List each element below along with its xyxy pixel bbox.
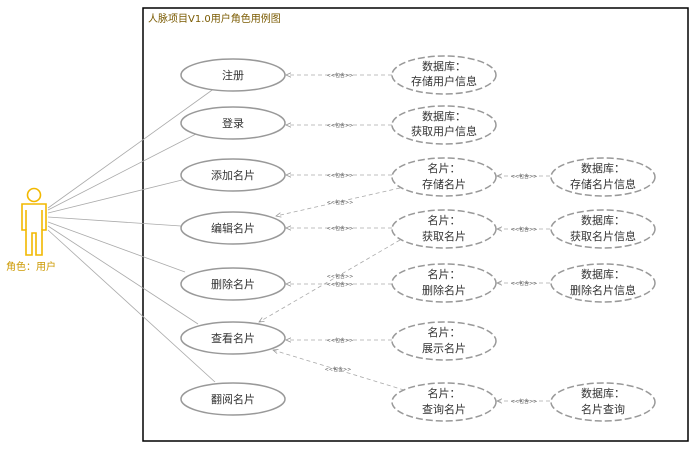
service-label: 存储用户信息 [411,74,477,88]
use-case-browse-card[interactable]: 翻阅名片 [180,382,286,416]
include-label: <<包含>> [511,226,538,233]
service-label: 存储名片 [422,177,466,191]
service-card-show[interactable]: 名片： 展示名片 [391,321,497,361]
association-lines [47,87,216,383]
use-case-edit-card[interactable]: 编辑名片 [180,211,286,245]
service-label: 获取名片 [422,229,466,243]
database-label: 数据库： [581,213,625,227]
service-label: 名片： [428,267,461,281]
use-case-label: 翻阅名片 [211,392,255,406]
use-case-label: 注册 [222,68,244,82]
service-label: 名片： [428,325,461,339]
database-delete-card[interactable]: 数据库： 删除名片信息 [550,263,656,303]
service-db-store-user[interactable]: 数据库： 存储用户信息 [391,55,497,95]
use-case-label: 查看名片 [211,331,255,345]
database-label: 名片查询 [581,402,625,416]
service-label: 名片： [428,161,461,175]
database-get-card[interactable]: 数据库： 获取名片信息 [550,209,656,249]
database-label: 存储名片信息 [570,177,636,191]
diagram-title: 人脉项目V1.0用户角色用例图 [148,12,281,25]
database-label: 删除名片信息 [570,283,636,297]
actor-label: 角色：用户 [6,260,56,273]
include-label: <<包含>> [327,281,354,288]
include-label: <<包含>> [327,225,354,232]
service-label: 数据库： [422,59,466,73]
service-label: 名片： [428,386,461,400]
service-db-get-user[interactable]: 数据库： 获取用户信息 [391,105,497,145]
include-label: <<包含>> [327,172,354,179]
service-card-delete[interactable]: 名片： 删除名片 [391,263,497,303]
use-case-login[interactable]: 登录 [180,106,286,140]
database-label: 数据库： [581,267,625,281]
use-case-view-card[interactable]: 查看名片 [180,321,286,355]
use-case-add-card[interactable]: 添加名片 [180,158,286,192]
use-case-label: 编辑名片 [211,221,255,235]
service-card-store[interactable]: 名片： 存储名片 [391,157,497,197]
database-label: 获取名片信息 [570,229,636,243]
include-label: <<包含>> [327,72,354,79]
service-label: 展示名片 [422,341,466,355]
service-label: 删除名片 [422,283,466,297]
actor-user-icon [21,187,47,256]
include-label: <<包含>> [325,366,352,373]
service-card-query[interactable]: 名片： 查询名片 [391,382,497,422]
include-label: <<包含>> [327,122,354,129]
service-card-get[interactable]: 名片： 获取名片 [391,209,497,249]
include-label: <<包含>> [327,337,354,344]
use-case-label: 添加名片 [211,168,255,182]
include-label: <<包含>> [327,199,354,206]
database-label: 数据库： [581,386,625,400]
include-label: <<包含>> [511,398,538,405]
service-label: 名片： [428,213,461,227]
service-label: 获取用户信息 [411,124,477,138]
use-case-delete-card[interactable]: 删除名片 [180,267,286,301]
database-query-card[interactable]: 数据库： 名片查询 [550,382,656,422]
include-label: <<包含>> [511,280,538,287]
use-case-label: 删除名片 [211,277,255,291]
include-lines [259,75,550,401]
database-label: 数据库： [581,161,625,175]
service-label: 数据库： [422,109,466,123]
use-case-register[interactable]: 注册 [180,58,286,92]
include-label: <<包含>> [511,173,538,180]
use-case-label: 登录 [222,116,244,130]
database-store-card[interactable]: 数据库： 存储名片信息 [550,157,656,197]
service-label: 查询名片 [422,402,466,416]
include-label: <<包含>> [327,273,354,280]
